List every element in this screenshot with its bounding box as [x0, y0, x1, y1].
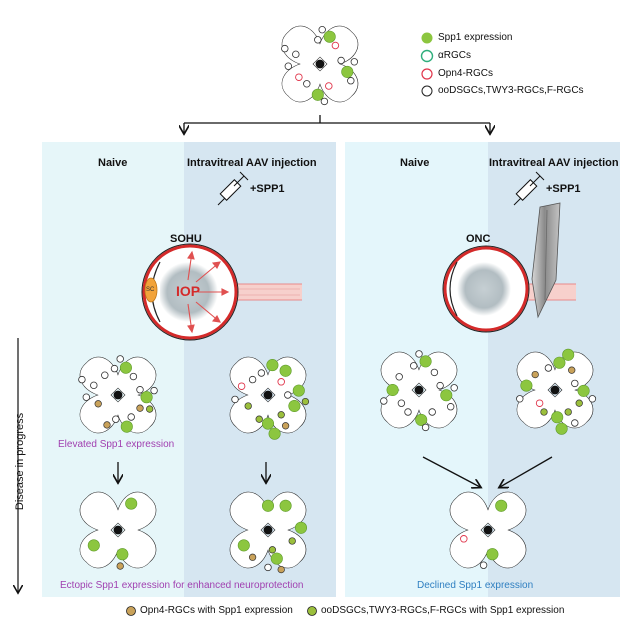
legend-opn4-spp1-marker	[126, 606, 136, 616]
right-naive-header: Naive	[400, 157, 430, 169]
declined-note: Declined Spp1 expression	[417, 580, 534, 591]
legend-alpha-label: αRGCs	[438, 50, 472, 61]
ectopic-note: Ectopic Spp1 expression for enhanced neu…	[60, 580, 304, 591]
disease-progress-label: Disease in progress	[14, 412, 27, 511]
schlemm-canal	[144, 277, 158, 303]
elevated-note: Elevated Spp1 expression	[58, 439, 175, 450]
right-spp1-label: +SPP1	[546, 183, 581, 195]
syringe-icon	[217, 171, 249, 206]
legend-other-marker	[421, 85, 433, 97]
sohu-late-naive-retina	[79, 491, 157, 570]
iop-label: IOP	[176, 283, 201, 299]
progression-arrows	[118, 456, 553, 487]
right-injection-header: Intravitreal AAV injection	[489, 157, 619, 169]
legend-spp1-label: Spp1 expression	[438, 32, 513, 43]
legend-other-spp1-label: ooDSGCs,TWY3-RGCs,F-RGCs with Spp1 expre…	[321, 605, 565, 616]
sohu-model-label: SOHU	[170, 233, 202, 245]
sohu-injection-retina	[229, 356, 310, 440]
legend-other-label: ooDSGCs,TWY3-RGCs,F-RGCs	[438, 85, 584, 96]
sohu-eye-diagram	[141, 243, 302, 341]
left-naive-header: Naive	[98, 157, 128, 169]
onc-model-label: ONC	[466, 233, 491, 245]
legend-alpha-marker	[420, 49, 434, 63]
sohu-late-injection-retina	[229, 491, 308, 574]
sc-label: SC	[146, 287, 155, 293]
onc-late-retina	[449, 491, 527, 569]
legend-other-spp1-marker	[307, 606, 317, 616]
onc-injection-retina	[516, 348, 597, 435]
legend-spp1-marker	[421, 32, 433, 44]
top-retina	[281, 25, 359, 106]
onc-naive-retina	[380, 350, 458, 432]
left-spp1-label: +SPP1	[250, 183, 285, 195]
left-injection-header: Intravitreal AAV injection	[187, 157, 317, 169]
legend-opn4-marker	[421, 68, 433, 80]
syringe-icon	[513, 171, 545, 206]
legend-opn4-label: Opn4-RGCs	[438, 68, 494, 79]
legend-opn4-spp1-label: Opn4-RGCs with Spp1 expression	[140, 605, 293, 616]
sohu-naive-retina	[78, 355, 158, 434]
branch-connector	[184, 115, 490, 133]
onc-eye-diagram	[442, 202, 576, 333]
